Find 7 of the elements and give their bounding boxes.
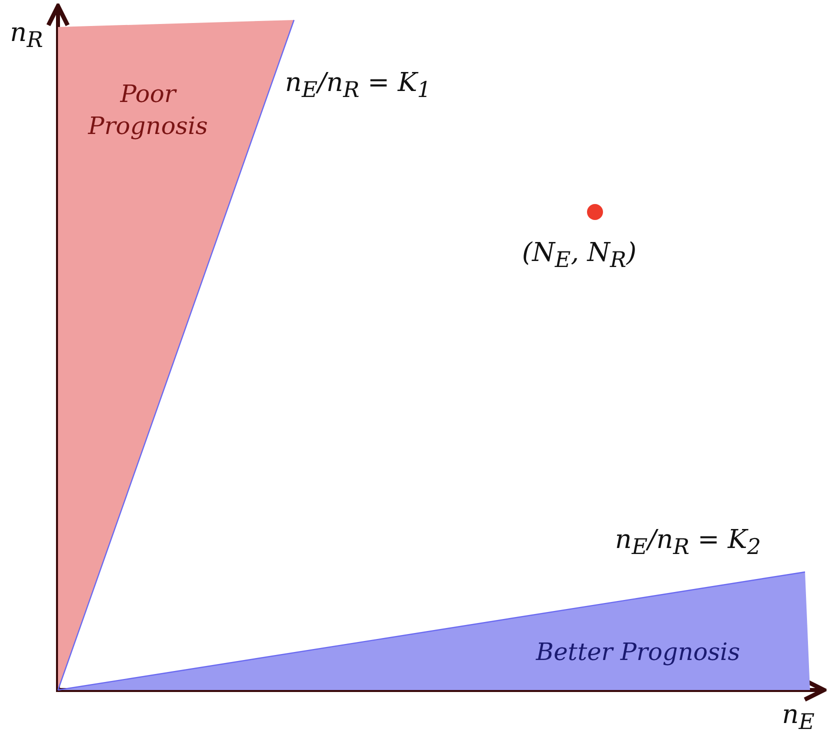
ratio-line-label: n$_{E}$/n$_{R}$ = K$_{2}$ [615, 525, 761, 560]
ratio-line-label: n$_{E}$/n$_{R}$ = K$_{1}$ [285, 68, 431, 104]
region-label: Better Prognosis [534, 637, 742, 668]
y-axis-label: n$_{R}$ [10, 18, 44, 54]
point-label: (N$_{E}$, N$_{R}$) [522, 238, 636, 274]
region-label: Poor Prognosis [86, 79, 209, 142]
x-axis-label: n$_{E}$ [782, 700, 815, 736]
